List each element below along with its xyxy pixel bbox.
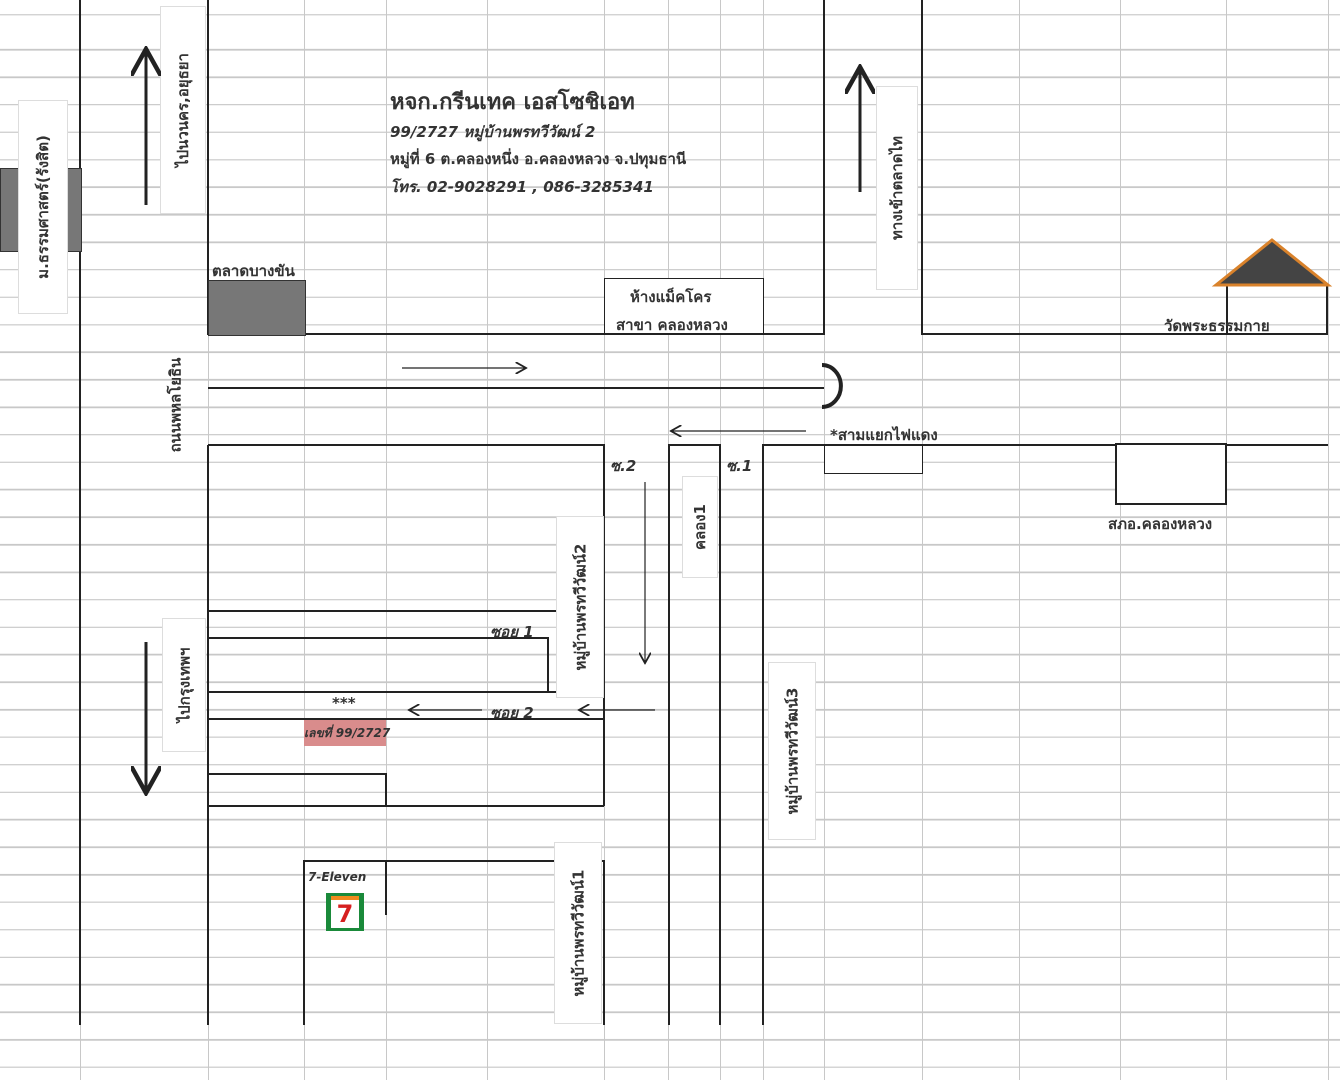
makro-label-1: ห้างแม็คโคร <box>630 288 712 306</box>
company-phone: โทร. 02-9028291 , 086-3285341 <box>390 178 654 196</box>
seven-eleven-label: 7-Eleven <box>308 870 367 884</box>
canal-label: คลอง1 <box>682 476 718 578</box>
seven-eleven-logo: 7 <box>326 893 364 931</box>
market-building <box>208 280 306 336</box>
company-address-2: หมู่ที่ 6 ต.คลองหนึ่ง อ.คลองหลวง จ.ปทุมธ… <box>390 150 687 168</box>
temple-label: วัดพระธรรมกาย <box>1164 317 1270 335</box>
village2-label: หมู่บ้านพรทวีวัฒน์2 <box>556 516 604 698</box>
soi-c1-label: ซ.1 <box>726 457 753 475</box>
house-number: เลขที่ 99/2727 <box>304 720 390 746</box>
market-label: ตลาดบางขัน <box>212 262 295 280</box>
u-turn-icon <box>821 363 843 409</box>
makro-box <box>604 278 764 334</box>
village3-label: หมู่บ้านพรทวีวัฒน์3 <box>768 662 816 840</box>
temple-icon <box>1211 238 1333 287</box>
destination-stars: *** <box>332 694 356 712</box>
company-name: หจก.กรีนเทค เอสโซชิเอท <box>390 90 635 115</box>
soi1-label: ซอย 1 <box>490 623 534 641</box>
university-label: ม.ธรรมศาสตร์(รังสิต) <box>18 100 68 314</box>
soi-c2-label: ซ.2 <box>610 457 637 475</box>
to-bangkok-label: ไปกรุงเทพฯ <box>162 618 206 752</box>
soi2-label: ซอย 2 <box>490 704 534 722</box>
intersection-box <box>824 445 923 474</box>
company-address-1: 99/2727 หมู่บ้านพรทวีวัฒน์ 2 <box>390 123 596 141</box>
talaad-thai-label: ทางเข้าตลาดไท <box>876 86 918 290</box>
intersection-label: *สามแยกไฟแดง <box>830 426 938 444</box>
makro-label-2: สาขา คลองหลวง <box>616 316 728 334</box>
to-navanakorn-label: ไปนวนคร,อยุธยา <box>160 6 206 214</box>
village1-label: หมู่บ้านพรทวีวัฒน์1 <box>554 842 602 1024</box>
police-box <box>1115 443 1227 505</box>
police-label: สภอ.คลองหลวง <box>1108 515 1213 533</box>
